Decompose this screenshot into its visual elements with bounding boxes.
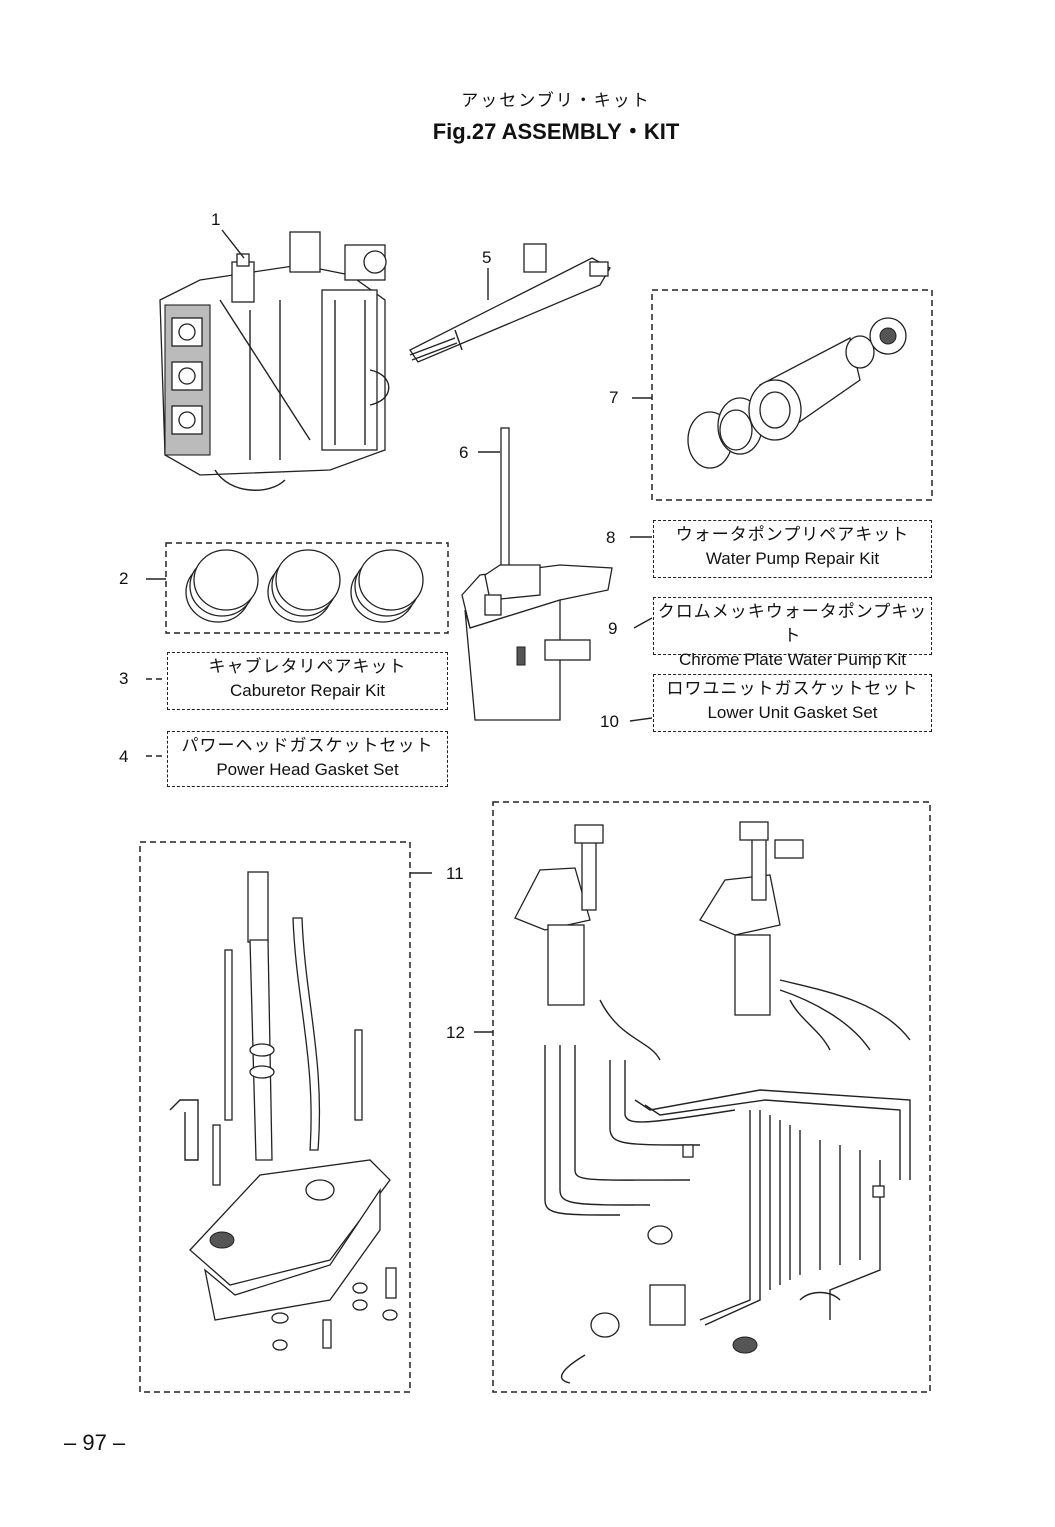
figure-subtitle-jp: アッセンブリ・キット — [461, 91, 651, 110]
kit-label-jp: ロワユニットガスケットセット — [666, 679, 919, 698]
kit-label-en: Water Pump Repair Kit — [705, 549, 880, 568]
kit-label-chrome-water-pump: クロムメッキウォータポンプキット Chrome Plate Water Pump… — [653, 597, 932, 669]
kit-label-jp: キャブレタリペアキット — [208, 657, 407, 676]
callout-11: 11 — [446, 864, 464, 883]
kit-label-en: Power Head Gasket Set — [216, 760, 399, 779]
carburetor-rings-illustration — [185, 549, 424, 623]
kit-label-jp: パワーヘッドガスケットセット — [181, 736, 434, 755]
callout-5: 5 — [482, 248, 492, 267]
callout-3: 3 — [119, 669, 129, 688]
lower-casing-parts-illustration — [169, 871, 398, 1351]
water-pump-parts-illustration — [687, 317, 907, 469]
callout-1: 1 — [211, 210, 221, 229]
drive-shaft-housing-illustration — [409, 243, 611, 363]
kit-label-en: Lower Unit Gasket Set — [707, 703, 878, 722]
kit-label-en: Caburetor Repair Kit — [230, 681, 385, 700]
kit-label-water-pump-repair: ウォータポンプリペアキット Water Pump Repair Kit — [653, 520, 932, 578]
kit-label-carburetor-repair: キャブレタリペアキット Caburetor Repair Kit — [167, 652, 448, 710]
kit-label-lower-unit-gasket: ロワユニットガスケットセット Lower Unit Gasket Set — [653, 674, 932, 732]
page-number: – 97 – — [64, 1430, 126, 1455]
kit-label-en: Chrome Plate Water Pump Kit — [678, 650, 907, 669]
figure-title: Fig.27 ASSEMBLY・KIT — [432, 119, 680, 144]
kit-label-jp: ウォータポンプリペアキット — [675, 525, 910, 544]
callout-6: 6 — [459, 443, 469, 462]
callout-9: 9 — [608, 619, 618, 638]
callout-10: 10 — [600, 712, 619, 731]
power-head-illustration — [159, 231, 390, 491]
kit-label-power-head-gasket: パワーヘッドガスケットセット Power Head Gasket Set — [167, 731, 448, 787]
callout-2: 2 — [119, 569, 129, 588]
callout-7: 7 — [609, 388, 619, 407]
kit-label-jp: クロムメッキウォータポンプキット — [657, 602, 928, 645]
callout-4: 4 — [119, 747, 129, 766]
remote-control-illustration — [514, 821, 911, 1384]
callout-8: 8 — [606, 528, 616, 547]
callout-leaders — [146, 229, 653, 1033]
lower-unit-illustration — [461, 427, 613, 721]
callout-12: 12 — [446, 1023, 465, 1042]
